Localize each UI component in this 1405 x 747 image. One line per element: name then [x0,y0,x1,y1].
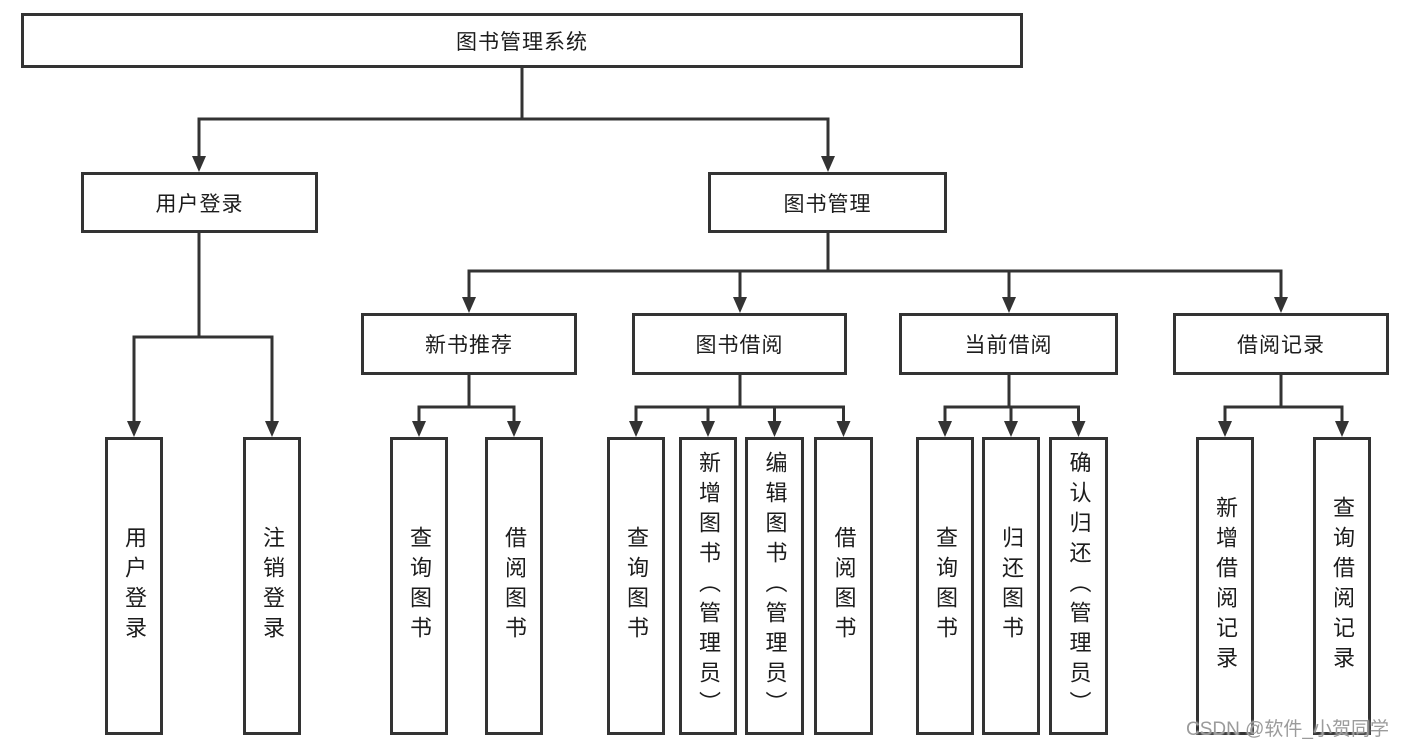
leaf-confirm-return-admin-label: 确认归还（管理员） [1066,451,1092,721]
leaf-add-books-admin-label: 新增图书（管理员） [696,451,721,721]
leaf-return-books-label: 归还图书 [999,526,1024,646]
node-book-management: 图书管理 [708,172,947,233]
node-book-borrow-label: 图书借阅 [695,334,784,357]
leaf-logout: 注销登录 [243,437,301,735]
leaf-borrow-books-2: 借阅图书 [814,437,873,735]
leaf-add-borrow-record: 新增借阅记录 [1196,437,1254,735]
leaf-add-books-admin: 新增图书（管理员） [679,437,737,735]
leaf-borrow-books-1: 借阅图书 [485,437,543,735]
leaf-query-books-1-label: 查询图书 [407,526,432,646]
leaf-query-books-2: 查询图书 [607,437,665,735]
leaf-add-borrow-record-label: 新增借阅记录 [1213,496,1238,676]
node-borrow-records-label: 借阅记录 [1237,334,1325,357]
node-current-borrow: 当前借阅 [899,313,1118,375]
leaf-edit-books-admin: 编辑图书（管理员） [745,437,804,735]
node-root: 图书管理系统 [21,13,1023,68]
node-book-management-label: 图书管理 [783,192,872,216]
leaf-edit-books-admin-label: 编辑图书（管理员） [762,451,788,721]
leaf-user-login: 用户登录 [105,437,163,735]
leaf-borrow-books-2-label: 借阅图书 [831,526,857,646]
node-new-book-recommend-label: 新书推荐 [425,334,513,357]
node-user-login: 用户登录 [81,172,318,233]
node-new-book-recommend: 新书推荐 [361,313,577,375]
leaf-return-books: 归还图书 [982,437,1040,735]
csdn-watermark: CSDN @软件_小贺同学 [1186,719,1389,740]
node-root-label: 图书管理系统 [456,30,588,54]
arrowheads [127,156,1349,437]
node-book-borrow: 图书借阅 [632,313,847,375]
leaf-confirm-return-admin: 确认归还（管理员） [1049,437,1108,735]
leaf-query-borrow-record-label: 查询借阅记录 [1330,496,1355,676]
node-borrow-records: 借阅记录 [1173,313,1389,375]
node-user-login-label: 用户登录 [155,192,244,216]
leaf-logout-label: 注销登录 [260,526,285,646]
leaf-query-books-3-label: 查询图书 [933,526,958,646]
leaf-borrow-books-1-label: 借阅图书 [502,526,527,646]
leaf-query-books-3: 查询图书 [916,437,974,735]
leaf-query-borrow-record: 查询借阅记录 [1313,437,1371,735]
leaf-query-books-1: 查询图书 [390,437,448,735]
node-current-borrow-label: 当前借阅 [964,334,1053,357]
leaf-user-login-label: 用户登录 [122,526,147,646]
leaf-query-books-2-label: 查询图书 [624,526,649,646]
